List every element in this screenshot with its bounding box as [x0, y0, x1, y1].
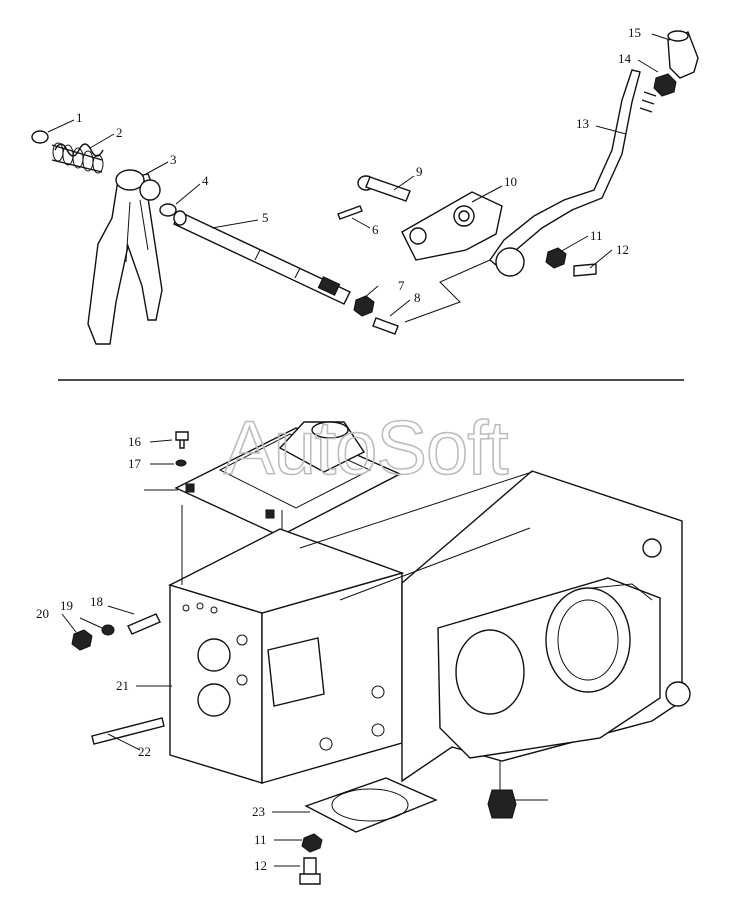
callout-12-top: 12 — [616, 242, 629, 257]
callout-22: 22 — [138, 744, 151, 759]
callout-4: 4 — [202, 173, 209, 188]
part-1-washer — [31, 130, 49, 144]
part-4-ring — [159, 203, 177, 217]
callout-9: 9 — [416, 164, 423, 179]
front-box — [168, 505, 405, 784]
part-3-shift-fork — [87, 169, 163, 345]
part-13-gear-lever — [489, 69, 641, 277]
part-5-shift-rod — [173, 210, 351, 305]
callout-2: 2 — [116, 125, 123, 140]
part-15-knob — [667, 30, 699, 79]
part-2-spring — [51, 142, 104, 174]
part-23-gasket — [304, 777, 438, 833]
part-6-pin — [337, 205, 363, 220]
callout-19: 19 — [60, 598, 73, 613]
lever-thread — [639, 91, 657, 113]
callout-15: 15 — [628, 25, 641, 40]
part-9-pin — [357, 175, 411, 202]
callout-7: 7 — [398, 278, 405, 293]
callout-16: 16 — [128, 434, 142, 449]
part-12-bolt-bottom — [299, 857, 321, 885]
callout-11-bottom: 11 — [254, 832, 267, 847]
part-11-nut-top — [545, 247, 567, 269]
part-11-nut-bottom — [301, 833, 323, 853]
part-22-pin — [91, 717, 165, 745]
rear-housing — [299, 470, 691, 783]
part-8-bolt — [372, 317, 399, 335]
callout-13: 13 — [576, 116, 589, 131]
callout-5: 5 — [262, 210, 269, 225]
callout-10: 10 — [504, 174, 517, 189]
callout-6: 6 — [372, 222, 379, 237]
part-20-nut — [71, 629, 93, 651]
callout-21: 21 — [116, 678, 129, 693]
part-10-bracket — [401, 191, 503, 261]
callout-23: 23 — [252, 804, 265, 819]
callout-8: 8 — [414, 290, 421, 305]
part-18-stud — [127, 613, 161, 635]
part-17-washer — [175, 459, 187, 467]
callout-14: 14 — [618, 51, 632, 66]
part-14-nut — [653, 73, 677, 97]
watermark: AutoSoft — [224, 406, 508, 491]
drain-plug — [487, 760, 517, 819]
top-cover — [174, 421, 402, 537]
part-16-bolt — [175, 431, 189, 449]
gearbox-housing — [71, 421, 691, 885]
callout-20: 20 — [36, 606, 49, 621]
callout-3: 3 — [170, 152, 177, 167]
part-19-washer — [101, 624, 115, 636]
callout-1: 1 — [76, 110, 83, 125]
callout-12-bottom: 12 — [254, 858, 267, 873]
shift-assembly — [31, 30, 699, 345]
part-7-nut — [353, 295, 375, 317]
callout-11-top: 11 — [590, 228, 603, 243]
callout-17: 17 — [128, 456, 142, 471]
callout-18: 18 — [90, 594, 103, 609]
leader-lines — [47, 33, 671, 867]
callout-labels: 1 2 3 4 5 6 7 8 9 10 11 12 13 14 15 16 1… — [36, 25, 641, 873]
